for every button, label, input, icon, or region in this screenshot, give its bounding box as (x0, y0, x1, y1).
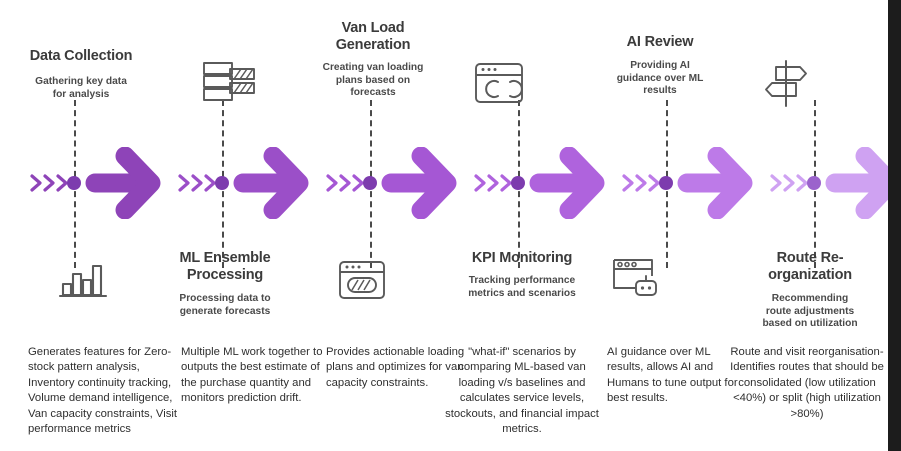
browser-load-icon (336, 258, 388, 302)
stage-subtitle-kpi-monitoring: Tracking performance metrics and scenari… (468, 275, 576, 299)
stage-node-3 (363, 176, 377, 190)
stage-description-van-load-generation: Provides actionable loading plans and op… (326, 346, 465, 389)
stage-subtitle-van-load-generation: Creating van loading plans based on fore… (322, 62, 424, 99)
stage-subtitle-ai-review: Providing AI guidance over ML results (616, 60, 704, 97)
stage-subtitle-ml-ensemble-processing: Processing data to generate forecasts (179, 293, 271, 317)
chevrons-3 (324, 172, 370, 194)
stage-description-ai-review: AI guidance over ML results, allows AI a… (607, 346, 738, 405)
flow-arrow-6 (825, 147, 888, 219)
stage-node-4 (511, 176, 525, 190)
stage-description-kpi-monitoring: "what-if" scenarios by comparing ML-base… (445, 346, 599, 436)
stage-node-5 (659, 176, 673, 190)
bar-chart-icon (57, 258, 109, 300)
stage-description-route-reorganization: Route and visit reorganisation-Identifie… (730, 346, 884, 420)
chevrons-4 (472, 172, 518, 194)
timeline-segment-3 (296, 0, 457, 451)
stage-title-van-load-generation: Van Load Generation (335, 20, 411, 53)
chevrons-6 (768, 172, 814, 194)
stage-title-ai-review: AI Review (626, 34, 694, 50)
timeline-segment-6 (740, 0, 888, 451)
stage-description-ml-ensemble-processing: Multiple ML work together to outputs the… (181, 346, 323, 405)
chevrons-2 (176, 172, 222, 194)
flow-arrow-1 (85, 147, 165, 219)
flow-arrow-2 (233, 147, 313, 219)
stage-node-1 (67, 176, 81, 190)
stage-subtitle-data-collection: Gathering key data for analysis (35, 76, 127, 100)
flow-arrow-3 (381, 147, 461, 219)
browser-robot-icon (608, 254, 662, 300)
stage-title-kpi-monitoring: KPI Monitoring (471, 250, 573, 266)
stage-title-data-collection: Data Collection (29, 48, 133, 64)
server-stack-icon (196, 58, 260, 110)
stage-description-data-collection: Generates features for Zero-stock patter… (28, 346, 178, 436)
timeline-segment-2 (148, 0, 309, 451)
signpost-icon (762, 58, 818, 110)
chevrons-5 (620, 172, 666, 194)
flow-arrow-5 (677, 147, 757, 219)
stage-title-route-reorganization: Route Re- organization (768, 250, 852, 283)
stage-node-6 (807, 176, 821, 190)
stage-title-ml-ensemble-processing: ML Ensemble Processing (179, 250, 271, 283)
timeline-segment-1 (0, 0, 161, 451)
timeline-segment-4 (444, 0, 605, 451)
stage-subtitle-route-reorganization: Recommending route adjustments based on … (762, 293, 858, 330)
browser-gauges-icon (472, 60, 526, 106)
timeline-segment-5 (592, 0, 753, 451)
chevrons-1 (28, 172, 74, 194)
stage-node-2 (215, 176, 229, 190)
flow-arrow-4 (529, 147, 609, 219)
